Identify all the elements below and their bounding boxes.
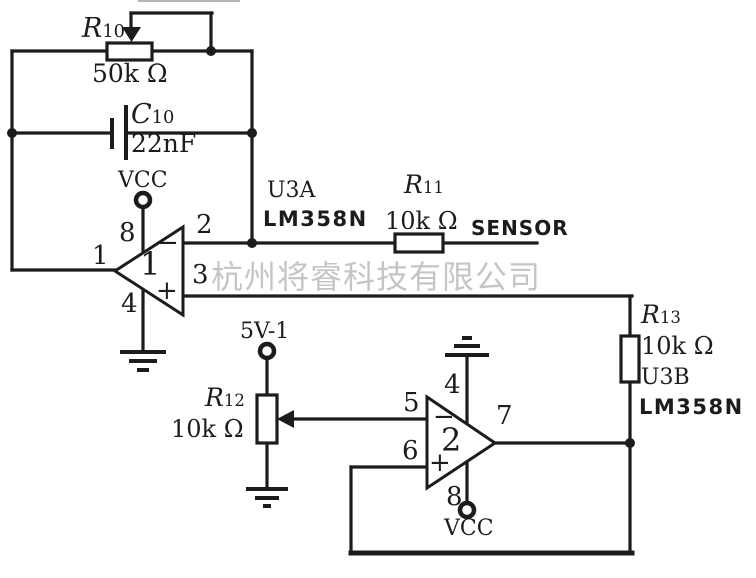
r11-body [393, 232, 445, 254]
u3b-part: LM358N [639, 395, 744, 419]
r10-value: 50k Ω [92, 59, 168, 88]
r12-wiper-arrow-icon [277, 410, 294, 428]
u3b-name: U3B [641, 365, 690, 390]
u3a-pin3-label: 3 [192, 260, 209, 290]
r12-body [255, 393, 279, 445]
u3b-minus-sign: − [433, 402, 455, 432]
r13-designator: R13 [641, 300, 681, 329]
u3b-pin7-label: 7 [496, 401, 513, 431]
vcc-a-label: VCC [118, 168, 168, 193]
wires [10, 11, 635, 556]
u3a-minus-sign: − [157, 228, 179, 258]
u3a-plus-sign: + [156, 276, 178, 306]
u3a-pin2-label: 2 [196, 210, 213, 240]
watermark-text: 杭州将睿科技有限公司 [211, 258, 542, 296]
vcc-terminal-a-icon [133, 190, 153, 210]
junction-c10-left [7, 128, 17, 138]
u3b-opamp-triangle [425, 394, 498, 491]
u3b-plus-sign: + [429, 448, 451, 478]
r11-value: 10k Ω [385, 207, 458, 235]
r10-designator: R10 [82, 13, 126, 44]
u3b-pin6-label: 6 [402, 436, 419, 466]
ground-u3a-icon [120, 350, 166, 372]
ground-u3b-inverted-icon [445, 336, 489, 357]
r10-wiper-arrow-icon [122, 27, 141, 42]
ground-r12-icon [246, 487, 288, 508]
u3b-pin4-label: 4 [444, 370, 461, 400]
c10-designator: C10 [131, 99, 175, 130]
5v-ref-label: 5V-1 [240, 319, 290, 344]
junction-c10-right [247, 128, 257, 138]
r10-body [105, 41, 154, 62]
vcc-b-label: VCC [444, 516, 494, 541]
u3b-inner-label: 2 [441, 421, 462, 459]
sensor-net-label: SENSOR [471, 216, 569, 240]
c10-value: 22nF [131, 129, 197, 158]
r11-designator: R11 [404, 170, 444, 199]
u3b-pin5-label: 5 [403, 388, 420, 418]
junction-u3b-output [625, 438, 635, 448]
u3a-opamp-triangle [112, 224, 185, 318]
u3a-part: LM358N [263, 207, 368, 231]
junction-wiper [206, 46, 216, 56]
r13-body [619, 334, 641, 384]
junction-dots [7, 46, 635, 448]
r12-designator: R12 [205, 383, 245, 412]
u3a-inner-label: 1 [140, 245, 161, 283]
5v-terminal-icon [257, 341, 277, 361]
r12-value: 10k Ω [171, 415, 244, 443]
vcc-terminal-b-icon [457, 500, 477, 520]
junction-pin2 [247, 238, 257, 248]
u3a-pin1-label: 1 [92, 241, 109, 271]
r13-value: 10k Ω [641, 332, 714, 360]
u3a-name: U3A [267, 178, 316, 203]
u3a-pin8-label: 8 [119, 218, 136, 248]
u3a-pin4-label: 4 [121, 289, 138, 319]
u3b-pin8-label: 8 [446, 482, 463, 512]
